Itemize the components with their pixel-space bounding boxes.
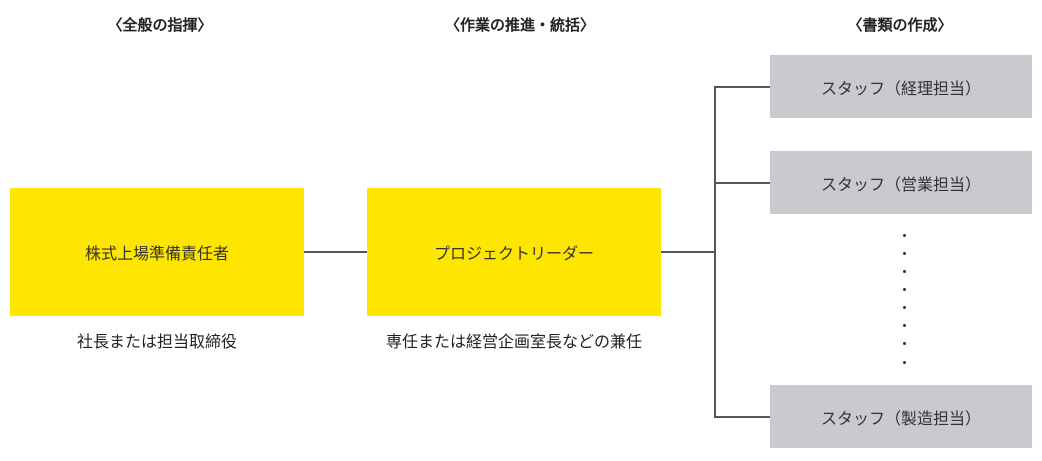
connector-to-staff-manufacturing bbox=[714, 416, 770, 418]
project-leader-box: プロジェクトリーダー bbox=[367, 188, 661, 316]
connector-officer-to-leader bbox=[304, 251, 367, 253]
staff-manufacturing-label: スタッフ（製造担当） bbox=[820, 408, 981, 428]
heading-general-command: 〈全般の指揮〉 bbox=[107, 16, 213, 34]
staff-sales-label: スタッフ（営業担当） bbox=[820, 174, 981, 194]
listing-officer-label: 株式上場準備責任者 bbox=[84, 244, 229, 263]
ellipsis-dot bbox=[903, 234, 906, 237]
heading-work-promotion: 〈作業の推進・統括〉 bbox=[444, 16, 595, 34]
heading-document-creation: 〈書類の作成〉 bbox=[847, 16, 953, 34]
listing-officer-caption: 社長または担当取締役 bbox=[76, 332, 237, 351]
staff-manufacturing-box: スタッフ（製造担当） bbox=[770, 385, 1032, 448]
staff-accounting-box: スタッフ（経理担当） bbox=[770, 55, 1032, 118]
ellipsis-dot bbox=[903, 288, 906, 291]
connector-leader-to-branch bbox=[661, 251, 715, 253]
connector-to-staff-accounting bbox=[714, 86, 770, 88]
staff-sales-box: スタッフ（営業担当） bbox=[770, 151, 1032, 214]
ellipsis-dot bbox=[903, 361, 906, 364]
ellipsis-dot bbox=[903, 270, 906, 273]
ellipsis-dot bbox=[903, 306, 906, 309]
ellipsis-dot bbox=[903, 324, 906, 327]
project-leader-label: プロジェクトリーダー bbox=[433, 244, 594, 263]
ellipsis-dot bbox=[903, 342, 906, 345]
connector-branch-vertical bbox=[714, 86, 716, 418]
ellipsis-dot bbox=[903, 252, 906, 255]
listing-officer-box: 株式上場準備責任者 bbox=[10, 188, 304, 316]
staff-accounting-label: スタッフ（経理担当） bbox=[820, 78, 981, 98]
connector-to-staff-sales bbox=[714, 182, 770, 184]
project-leader-caption: 専任または経営企画室長などの兼任 bbox=[385, 332, 642, 351]
